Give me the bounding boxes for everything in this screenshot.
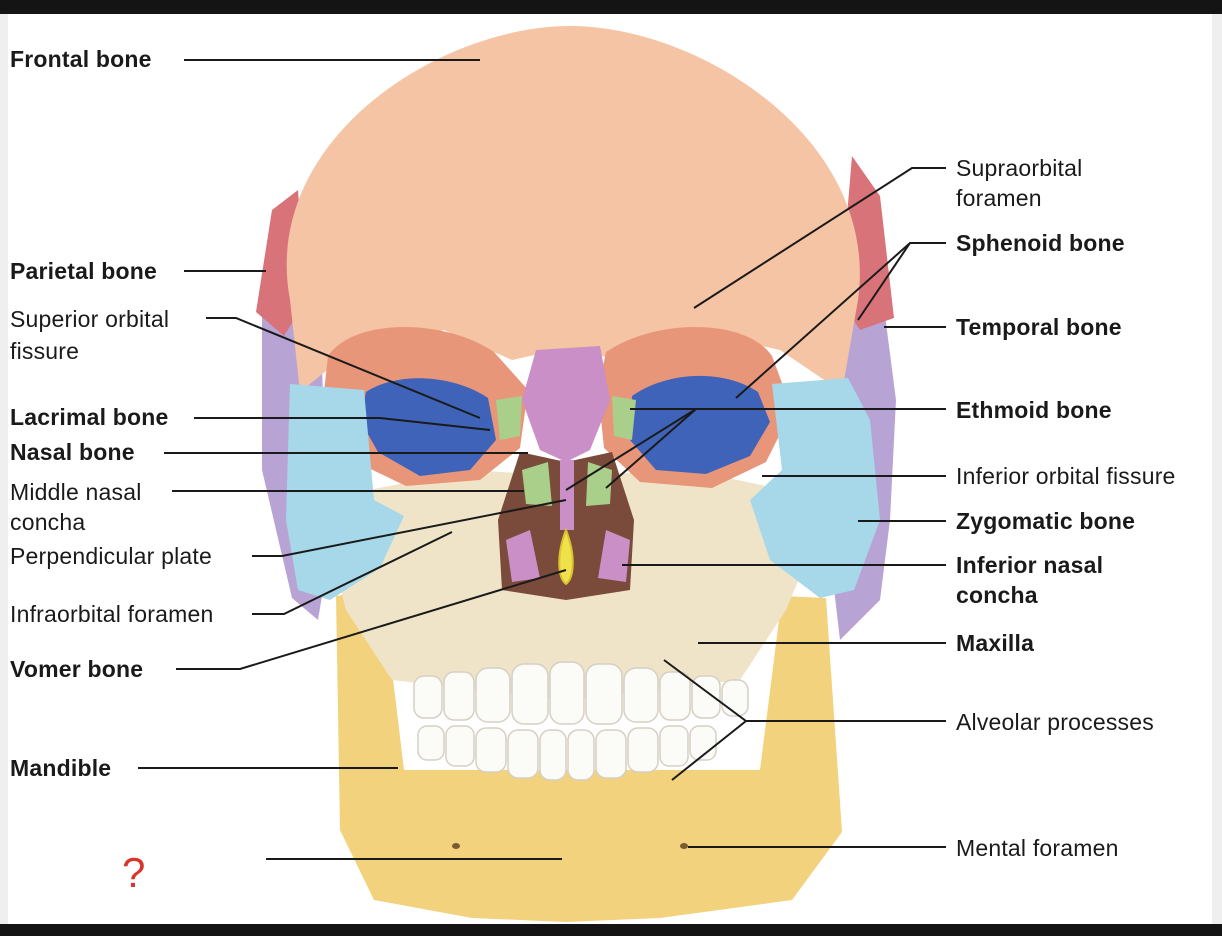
label-mental-foramen: Mental foramen [956,835,1119,861]
nasal-bone-shape [522,346,610,462]
left-border [0,14,8,924]
label-parietal-bone: Parietal bone [10,258,158,284]
label-infraorbital-foramen: Infraorbital foramen [10,601,214,627]
label-supraorbital-foramen: Supraorbital foramen [956,155,1083,211]
middle-nasal-concha-left [522,462,552,506]
mental-foramen-left [452,843,460,849]
label-inferior-orbital-fissure: Inferior orbital fissure [956,463,1176,489]
label-maxilla: Maxilla [956,630,1035,656]
upper-teeth [413,661,749,725]
lacrimal-bone-right [612,396,636,440]
label-frontal-bone: Frontal bone [10,46,152,72]
inferior-nasal-concha-right [598,530,630,582]
perpendicular-plate-shape [560,460,574,530]
label-inferior-nasal-concha: Inferior nasal concha [956,552,1104,608]
label-nasal-bone: Nasal bone [10,439,135,465]
mandible-bone [336,588,842,922]
inferior-nasal-concha-left [506,530,540,582]
unknown-label-question-mark: ? [122,849,146,896]
label-ethmoid-bone: Ethmoid bone [956,397,1112,423]
lower-teeth [417,725,717,781]
label-perpendicular-plate: Perpendicular plate [10,543,212,569]
sphenoid-bone-right-orbit [630,375,770,474]
bottom-frame-bar [0,924,1222,936]
label-mandible: Mandible [10,755,112,781]
mental-foramen-right [680,843,688,849]
frontal-bone-shape [286,26,860,392]
sphenoid-bone-left-orbit [360,378,496,476]
lacrimal-bone-left [496,396,522,440]
leader-lines [138,59,946,860]
label-sphenoid-bone: Sphenoid bone [956,230,1125,256]
label-middle-nasal-concha: Middle nasal concha [10,479,142,535]
label-vomer-bone: Vomer bone [10,656,144,682]
zygomatic-bone-right [750,378,880,598]
label-zygomatic-bone: Zygomatic bone [956,508,1136,534]
label-temporal-bone: Temporal bone [956,314,1122,340]
top-frame-bar [0,0,1222,14]
label-lacrimal-bone: Lacrimal bone [10,404,169,430]
right-border [1212,14,1222,924]
label-superior-orbital-fissure: Superior orbital fissure [10,306,170,364]
label-alveolar-processes: Alveolar processes [956,709,1154,735]
